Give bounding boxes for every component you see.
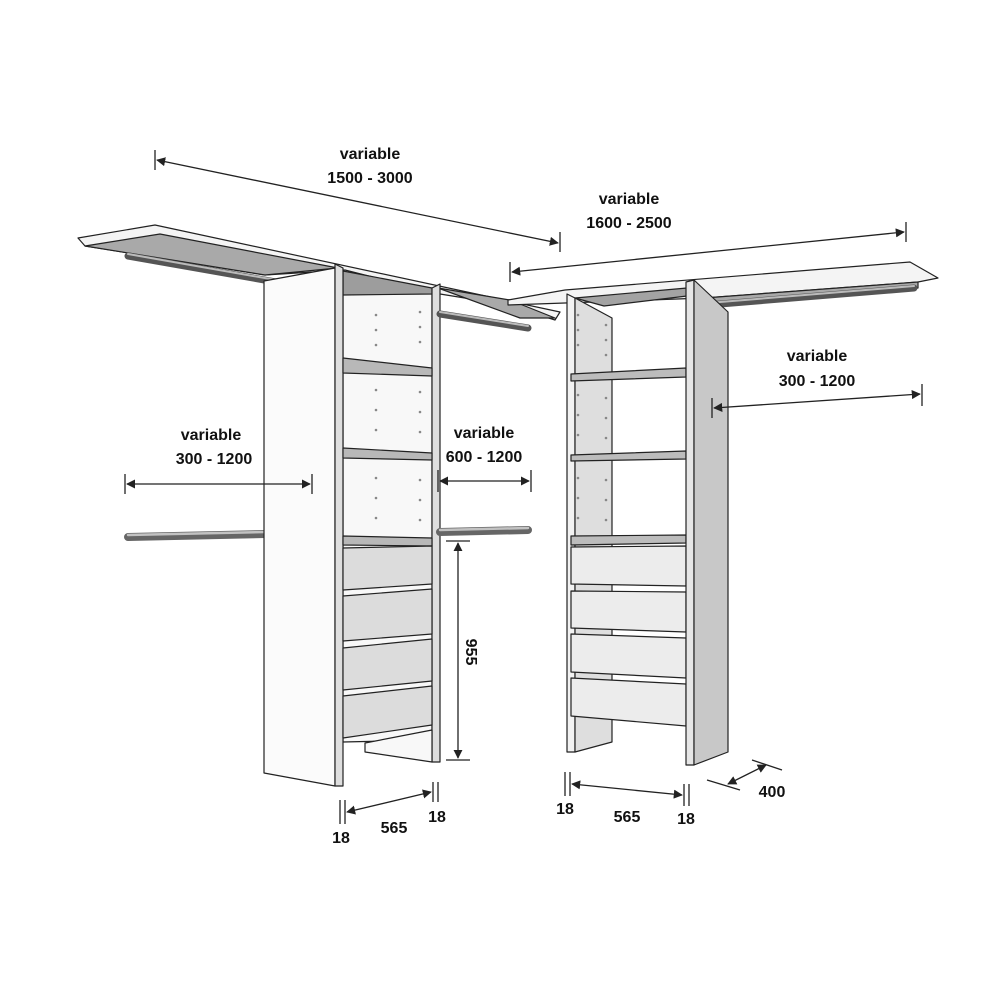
- left-inner-width-label: 565: [381, 820, 408, 837]
- left-wing: [77, 224, 561, 787]
- dimension-labels: variable 1500 - 3000 variable 1600 - 250…: [176, 146, 856, 847]
- column1-left-side: [334, 263, 344, 787]
- right-rod-span-word: variable: [787, 348, 848, 365]
- column1-shelf-3: [342, 535, 433, 547]
- right-thickness-a-label: 18: [556, 801, 574, 818]
- top-right-width-range: 1600 - 2500: [586, 215, 672, 232]
- left-thickness-b-label: 18: [428, 809, 446, 826]
- depth-label: 400: [759, 784, 786, 801]
- column2-drawer-2: [570, 590, 687, 633]
- top-right-width-word: variable: [599, 191, 660, 208]
- column1-drawer-1: [342, 545, 433, 591]
- column1-pin-holes: [374, 310, 422, 522]
- column2-drawer-1: [570, 545, 687, 587]
- right-thickness-b-label: 18: [677, 811, 695, 828]
- column1-shelf-1: [342, 357, 433, 377]
- top-left-width-range: 1500 - 3000: [327, 170, 413, 187]
- middle-upper-rod: [436, 310, 532, 332]
- right-inner-width-label: 565: [614, 809, 641, 826]
- left-rod-span-word: variable: [181, 427, 242, 444]
- dimension-lines: [124, 150, 923, 824]
- left-rod-span-range: 300 - 1200: [176, 451, 253, 468]
- right-wing: [507, 261, 939, 766]
- column1-drawer-2: [342, 588, 433, 642]
- column2-shelf-3: [570, 534, 687, 546]
- top-left-width-word: variable: [340, 146, 401, 163]
- column1-plinth: [364, 729, 433, 763]
- middle-rod-span-word: variable: [454, 425, 515, 442]
- column2-pin-holes: [576, 313, 608, 522]
- column1-drawer-3: [342, 638, 433, 691]
- column1-drawer-4: [342, 685, 433, 739]
- middle-top-shelf-underside: [437, 287, 556, 319]
- right-side-panel: [693, 279, 729, 766]
- drawer-height-label: 955: [462, 639, 479, 666]
- middle-rod-span-range: 600 - 1200: [446, 449, 523, 466]
- column1-right-side: [431, 283, 441, 763]
- column1-shelf-2: [342, 447, 433, 461]
- left-side-panel: [263, 267, 336, 787]
- right-rod-span-range: 300 - 1200: [779, 373, 856, 390]
- column2-right-side-edge: [685, 279, 695, 766]
- left-thickness-a-label: 18: [332, 830, 350, 847]
- middle-lower-rod: [436, 526, 532, 536]
- right-upper-rod: [704, 284, 918, 309]
- column2-drawer-3: [570, 633, 687, 679]
